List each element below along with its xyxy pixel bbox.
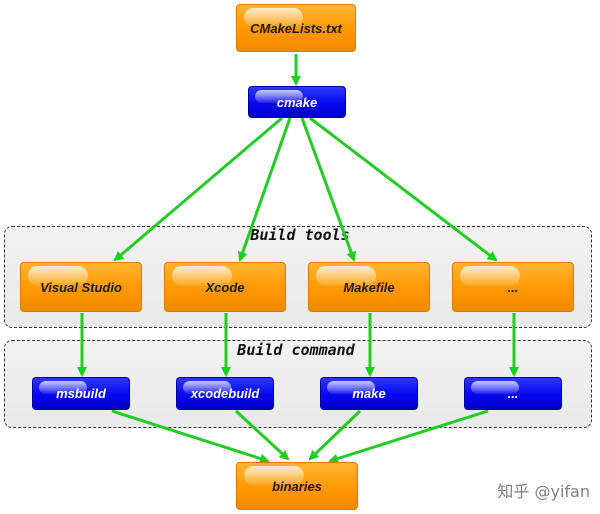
- binaries-node: binaries: [236, 462, 358, 510]
- edge-cmake-to-xcode: [237, 117, 292, 262]
- build-tools-group-title: Build tools: [250, 226, 350, 244]
- ellipsis-command-node: ...: [464, 377, 562, 410]
- ellipsis-tool-node: ...: [452, 262, 574, 312]
- make-node: make: [320, 377, 418, 410]
- watermark: 知乎 @yifan: [497, 482, 590, 501]
- build-command-group-title: Build command: [237, 341, 355, 359]
- visual-studio-node: Visual Studio: [20, 262, 142, 312]
- edge-make-to-binaries: [308, 409, 362, 461]
- makefile-node: Makefile: [308, 262, 430, 312]
- cmake-node: cmake: [248, 86, 346, 118]
- msbuild-node: msbuild: [32, 377, 130, 410]
- xcode-node: Xcode: [164, 262, 286, 312]
- edge-cmake-to-makefile: [300, 117, 356, 262]
- edge-xcodebuild-to-binaries: [234, 409, 290, 461]
- edge-cmake-to-visual-studio: [113, 116, 283, 262]
- edge-ellipsis-command-to-binaries: [328, 409, 489, 464]
- edge-cmake-to-ellipsis: [309, 116, 498, 262]
- edge-msbuild-to-binaries: [111, 409, 270, 464]
- xcodebuild-node: xcodebuild: [176, 377, 274, 410]
- cmakelists-node: CMakeLists.txt: [236, 4, 356, 52]
